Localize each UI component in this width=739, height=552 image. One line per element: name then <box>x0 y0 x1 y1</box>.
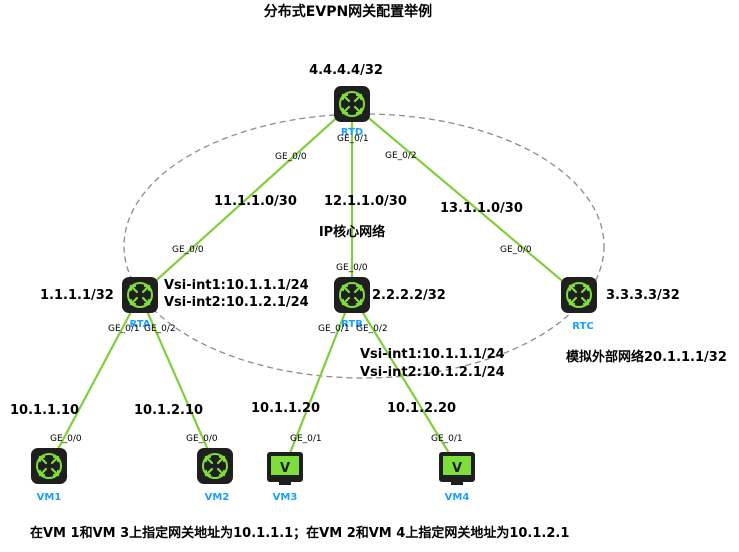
router-rtb[interactable] <box>332 275 372 315</box>
subnet-rtd-rta: 11.1.1.0/30 <box>214 194 297 209</box>
rta-address: 1.1.1.1/32 <box>40 288 114 303</box>
subnet-rtd-rtb: 12.1.1.0/30 <box>324 194 407 209</box>
monitor-icon <box>267 452 303 485</box>
rta-vsi2: Vsi-int2:10.1.2.1/24 <box>164 295 309 310</box>
node-vm1[interactable] <box>29 446 69 486</box>
vm4-address: 10.1.2.20 <box>387 401 456 416</box>
link-rta-vm2 <box>138 294 217 467</box>
port-vm3-ge01: GE_0/1 <box>290 434 322 444</box>
link-rta-vm1 <box>48 294 141 467</box>
link-rtd-rtc <box>351 103 580 296</box>
link-rtd-rta <box>139 103 353 296</box>
port-vm4-ge01: GE_0/1 <box>431 434 463 444</box>
rtb-vsi1: Vsi-int1:10.1.1.1/24 <box>360 347 505 362</box>
port-rtd-ge01: GE_0/1 <box>337 134 369 144</box>
rtc-address: 3.3.3.3/32 <box>606 288 680 303</box>
vm2-label: VM2 <box>205 492 230 503</box>
vm4-label: VM4 <box>445 492 470 503</box>
rtb-vsi2: Vsi-int2:10.1.2.1/24 <box>360 365 505 380</box>
router-rta[interactable] <box>120 275 160 315</box>
diagram-title: 分布式EVPN网关配置举例 <box>264 3 432 20</box>
vm1-address: 10.1.1.10 <box>10 403 79 418</box>
port-rta-ge00: GE_0/0 <box>172 245 204 255</box>
subnet-rtd-rtc: 13.1.1.0/30 <box>440 201 523 216</box>
rtd-address: 4.4.4.4/32 <box>309 63 383 78</box>
node-vm4[interactable] <box>439 452 475 485</box>
footer-note: 在VM 1和VM 3上指定网关地址为10.1.1.1；在VM 2和VM 4上指定… <box>30 525 569 541</box>
router-icon <box>332 275 372 315</box>
rtc-label: RTC <box>572 321 593 332</box>
port-vm2-ge00: GE_0/0 <box>186 434 218 444</box>
core-network-label: IP核心网络 <box>319 224 385 240</box>
link-rtb-vm4 <box>351 294 458 467</box>
vm3-label: VM3 <box>273 492 298 503</box>
router-icon <box>29 446 69 486</box>
port-rtb-ge02: GE_0/2 <box>356 324 388 334</box>
rtb-label: RTB <box>341 319 363 330</box>
port-vm1-ge00: GE_0/0 <box>50 434 82 444</box>
port-rtb-ge00: GE_0/0 <box>336 263 368 273</box>
router-icon <box>195 446 235 486</box>
router-icon <box>332 84 372 124</box>
node-vm3[interactable] <box>267 452 303 485</box>
port-rtd-ge02: GE_0/2 <box>385 151 417 161</box>
link-rtb-vm3 <box>283 294 354 467</box>
rta-label: RTA <box>129 319 150 330</box>
router-rtc[interactable] <box>559 275 599 315</box>
port-rtd-ge00: GE_0/0 <box>275 152 307 162</box>
vm1-label: VM1 <box>37 492 62 503</box>
rtc-external-network: 模拟外部网络20.1.1.1/32 <box>566 349 727 365</box>
port-rta-ge01: GE_0/1 <box>108 324 140 334</box>
vm3-address: 10.1.1.20 <box>251 401 320 416</box>
monitor-icon <box>439 452 475 485</box>
port-rta-ge02: GE_0/2 <box>144 324 176 334</box>
node-vm2[interactable] <box>195 446 235 486</box>
router-rtd[interactable] <box>332 84 372 124</box>
rtb-address: 2.2.2.2/32 <box>372 288 446 303</box>
port-rtc-ge00: GE_0/0 <box>500 245 532 255</box>
port-rtb-ge01: GE_0/1 <box>318 324 350 334</box>
rtd-label: RTD <box>341 127 363 138</box>
router-icon <box>120 275 160 315</box>
rta-vsi1: Vsi-int1:10.1.1.1/24 <box>164 278 309 293</box>
vm2-address: 10.1.2.10 <box>134 403 203 418</box>
router-icon <box>559 275 599 315</box>
